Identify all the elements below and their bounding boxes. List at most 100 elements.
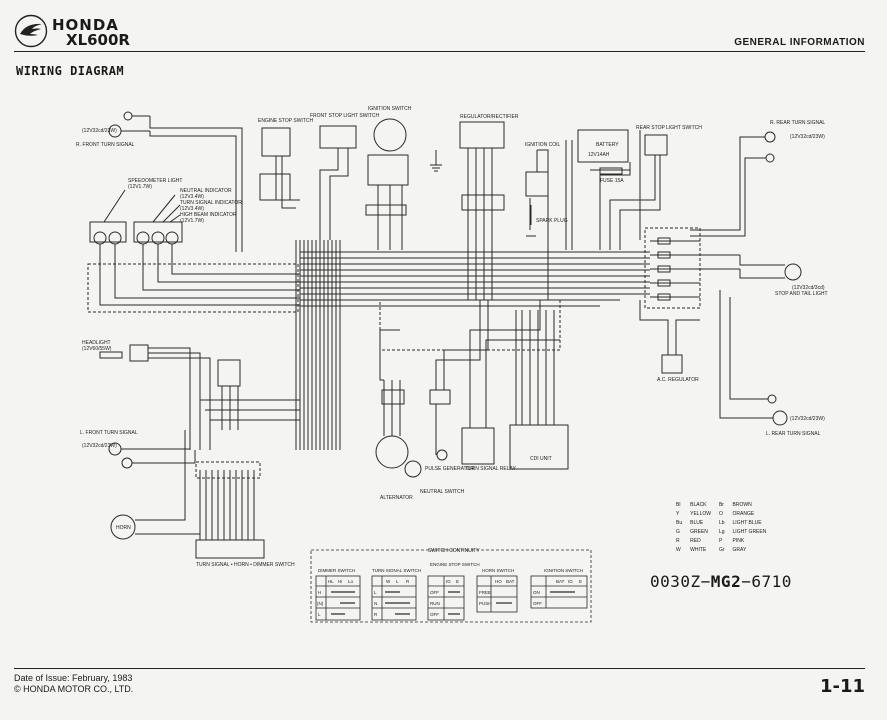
horn-wiring — [110, 430, 201, 540]
svg-text:L: L — [318, 612, 321, 617]
svg-text:HO: HO — [495, 579, 502, 584]
spark-plug-label: SPARK PLUG — [536, 218, 568, 224]
table-turn-title: TURN SIGNAL SWITCH — [372, 568, 421, 573]
svg-text:OFF: OFF — [430, 612, 439, 617]
svg-text:BAT: BAT — [556, 579, 565, 584]
brand-name: HONDA — [52, 16, 119, 34]
rear-turn-right-label: R. REAR TURN SIGNAL — [770, 120, 825, 126]
svg-text:(N): (N) — [317, 601, 324, 606]
battery-fuse-wiring — [565, 129, 641, 250]
horn-label: HORN — [116, 525, 131, 531]
speedometer-rating: (12V1.7W) — [128, 184, 152, 190]
high-beam-rating: (12V1.7W) — [180, 218, 204, 224]
svg-text:E: E — [579, 579, 582, 584]
page-title: WIRING DIAGRAM — [16, 64, 125, 78]
svg-text:W: W — [386, 579, 391, 584]
front-turn-right-rating: (12V32cd/23W) — [82, 128, 117, 134]
svg-text:Lo: Lo — [348, 579, 354, 584]
svg-text:OFF: OFF — [430, 590, 439, 595]
svg-text:ON: ON — [533, 590, 540, 595]
svg-text:RUN: RUN — [430, 601, 440, 606]
footer-rule — [14, 668, 865, 669]
model-name: XL600R — [66, 31, 130, 49]
front-turn-right-label: R. FRONT TURN SIGNAL — [76, 142, 135, 148]
table-dimmer-title: DIMMER SWITCH — [318, 568, 355, 573]
neutral-rating: (12V3.4W) — [180, 194, 204, 200]
issue-date: Date of Issue: February, 1983 — [14, 673, 133, 683]
regulator-label: REGULATOR/RECTIFIER — [460, 114, 519, 120]
fuse-label: FUSE 15A — [600, 178, 624, 184]
rear-turn-left-rating: (12V32cd/23W) — [790, 416, 825, 422]
alternator-label: ALTERNATOR — [380, 495, 413, 501]
cdi-unit-wiring — [509, 310, 569, 470]
ac-regulator-wiring — [639, 300, 700, 374]
battery-rating: 12V14AH — [588, 152, 610, 158]
cdi-unit-label: CDI UNIT — [530, 456, 552, 462]
switch-continuity-tables — [310, 549, 592, 623]
svg-text:N: N — [374, 601, 377, 606]
component-labels: (12V32cd/23W) R. FRONT TURN SIGNAL ENGIN… — [76, 106, 828, 573]
turn-relay-label: TURN SIGNAL RELAY — [465, 466, 517, 472]
page-number: 1-11 — [819, 676, 865, 697]
svg-text:PUSH: PUSH — [479, 601, 492, 606]
front-stop-label: FRONT STOP LIGHT SWITCH — [310, 113, 379, 119]
svg-text:E: E — [456, 579, 459, 584]
neutral-switch-label: NEUTRAL SWITCH — [420, 489, 465, 495]
pulse-generator-wiring — [429, 300, 489, 461]
svg-text:L: L — [374, 590, 377, 595]
turn-relay-wiring — [461, 300, 560, 465]
engine-stop-label: ENGINE STOP SWITCH — [258, 118, 313, 124]
table-horn-title: HORN SWITCH — [482, 568, 514, 573]
ac-regulator-label: A.C. REGULATOR — [657, 377, 699, 383]
battery-label: BATTERY — [596, 142, 619, 148]
stop-tail-label: STOP AND TAIL LIGHT — [775, 291, 828, 297]
rear-turn-right-wiring — [690, 131, 776, 237]
headlight-label: HEADLIGHT — [82, 340, 111, 346]
rear-connector-block — [644, 227, 802, 309]
svg-text:HL: HL — [328, 579, 334, 584]
neutral-indicator-label: NEUTRAL INDICATOR — [180, 188, 232, 194]
svg-text:H: H — [318, 590, 321, 595]
main-harness-bundle — [295, 240, 341, 450]
svg-text:L: L — [396, 579, 399, 584]
meter-indicators-wiring — [89, 189, 300, 306]
pulse-generator-label: PULSE GENERATOR — [425, 466, 474, 472]
alternator-wiring — [375, 329, 422, 478]
stop-tail-rating: (12V32cd/3cd) — [792, 285, 825, 291]
ignition-switch-label: IGNITION SWITCH — [368, 106, 412, 112]
rear-stop-label: REAR STOP LIGHT SWITCH — [636, 125, 702, 131]
header-rule — [14, 51, 865, 52]
center-connectors — [200, 359, 300, 430]
switch-continuity-label: SWITCH CONTINUITY — [428, 548, 480, 554]
part-number: 0030Z−MG2−6710 — [650, 572, 792, 591]
svg-text:FREE: FREE — [479, 590, 491, 595]
svg-text:IG: IG — [446, 579, 451, 584]
rear-turn-left-wiring — [719, 290, 788, 426]
svg-text:R: R — [374, 612, 378, 617]
section-title: GENERAL INFORMATION — [734, 37, 865, 48]
turn-indicator-rating: (12V3.4W) — [180, 206, 204, 212]
regulator-rectifier-wiring — [430, 121, 505, 300]
speedometer-light-label: SPEEDOMETER LIGHT — [128, 178, 182, 184]
table-cells: HL Hi Lo H (N) L W L R L N R IG E OFF RU… — [317, 579, 582, 617]
headlight-rating: (12V60/55W) — [82, 346, 112, 352]
svg-text:OFF: OFF — [533, 601, 542, 606]
rear-turn-right-rating: (12V32cd/23W) — [790, 134, 825, 140]
table-ignition-title: IGNITION SWITCH — [544, 568, 583, 573]
front-turn-signal-right-wiring — [108, 111, 243, 252]
handlebar-switches-top — [259, 125, 357, 240]
front-turn-left-rating: (12V32cd/23W) — [82, 443, 117, 449]
svg-text:BAT: BAT — [506, 579, 515, 584]
table-engine-stop-title: ENGINE STOP SWITCH — [430, 562, 480, 567]
svg-text:IG: IG — [568, 579, 573, 584]
turn-indicator-label: TURN SIGNAL INDICATOR — [180, 200, 242, 206]
ignition-coil-wiring — [525, 149, 549, 300]
ignition-coil-label: IGNITION COIL — [525, 142, 561, 148]
